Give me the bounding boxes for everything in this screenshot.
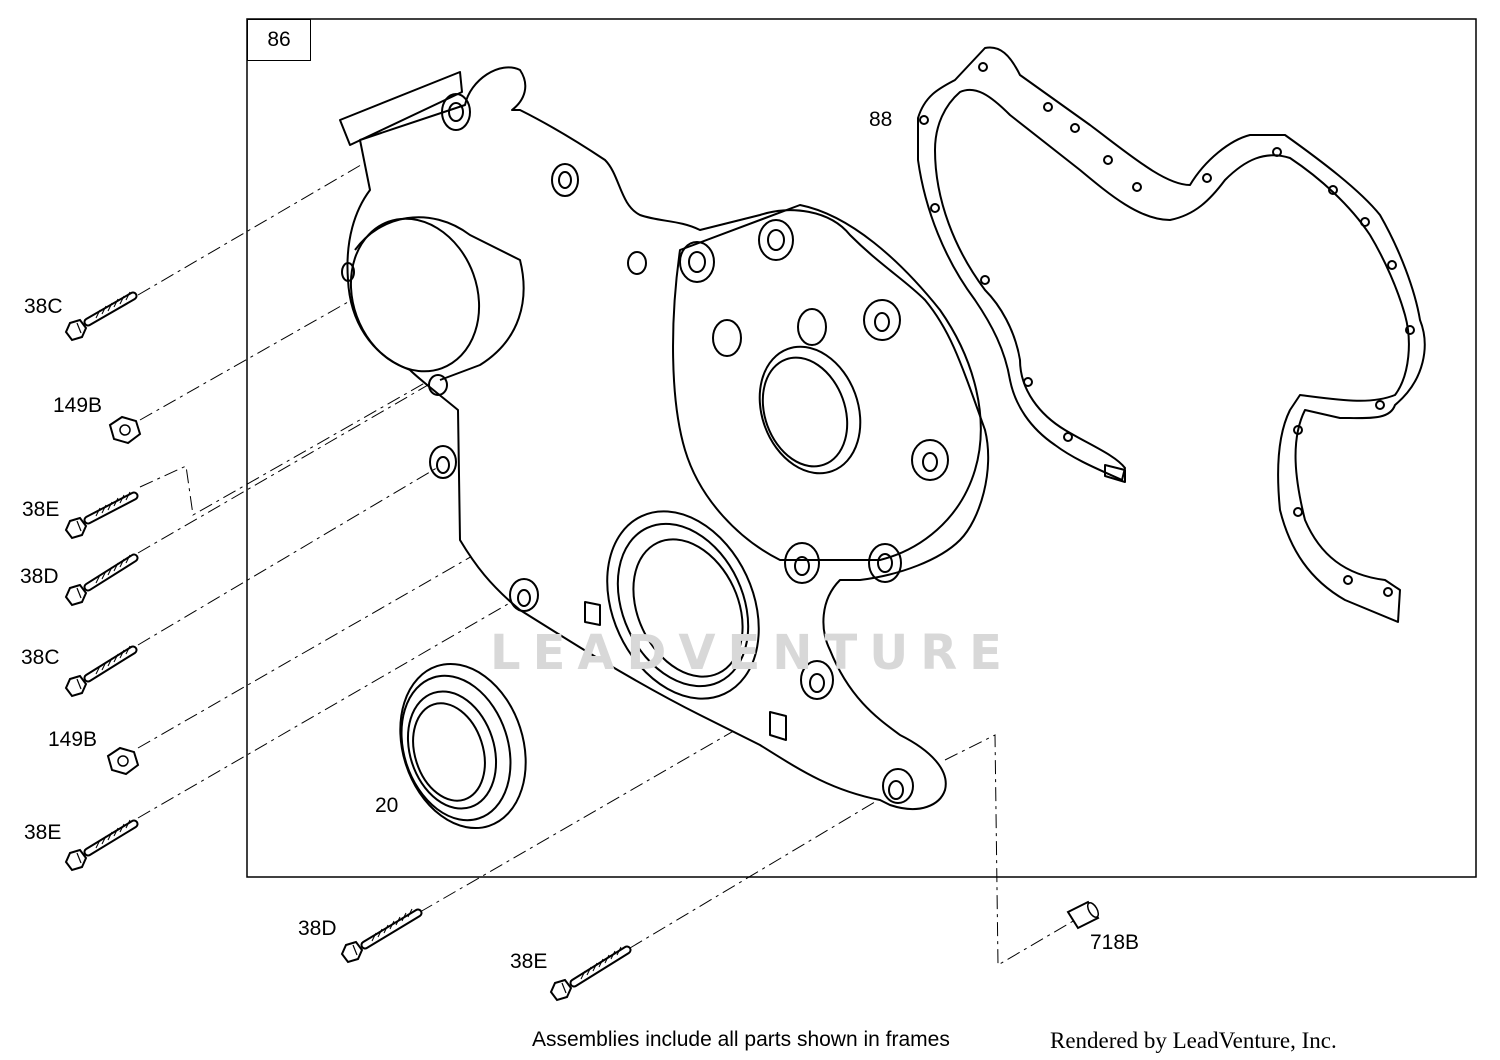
callout-38c-top: 38C (24, 295, 63, 318)
bolt-38e-upper-icon (65, 491, 139, 539)
callout-38d-left: 38D (20, 565, 59, 588)
callout-149b-top: 149B (53, 394, 103, 417)
callout-38e-bottom: 38E (510, 950, 548, 973)
watermark-text: LEADVENTURE (490, 625, 1014, 681)
frame-number: 86 (247, 19, 311, 61)
dowel-pin-718b-icon (1066, 900, 1100, 930)
callout-149b-low: 149B (48, 728, 98, 751)
timing-cover-86 (339, 66, 990, 810)
footer-credit: Rendered by LeadVenture, Inc. (1050, 1028, 1337, 1053)
callout-38d-bottom: 38D (298, 917, 337, 940)
bolt-38e-bottom-icon (550, 945, 632, 1001)
callout-20: 20 (375, 794, 399, 817)
footer-assemblies-note: Assemblies include all parts shown in fr… (532, 1028, 950, 1051)
bolt-38e-left-icon (65, 819, 139, 871)
callout-88: 88 (869, 108, 893, 131)
callout-718b: 718B (1090, 931, 1140, 954)
callout-38e-upper: 38E (22, 498, 60, 521)
gasket-88 (917, 46, 1426, 623)
oil-seal-20 (399, 662, 527, 830)
nut-149b-low-icon (106, 746, 140, 776)
nut-149b-top-icon (108, 415, 142, 445)
assembly-frame (246, 18, 1477, 878)
bolt-38d-bottom-icon (341, 908, 423, 963)
bolt-38c-top-icon (65, 291, 138, 341)
callout-38e-left: 38E (24, 821, 62, 844)
bolt-38c-mid-icon (65, 645, 138, 697)
bolt-38d-left-icon (65, 553, 139, 606)
callout-38c-mid: 38C (21, 646, 60, 669)
